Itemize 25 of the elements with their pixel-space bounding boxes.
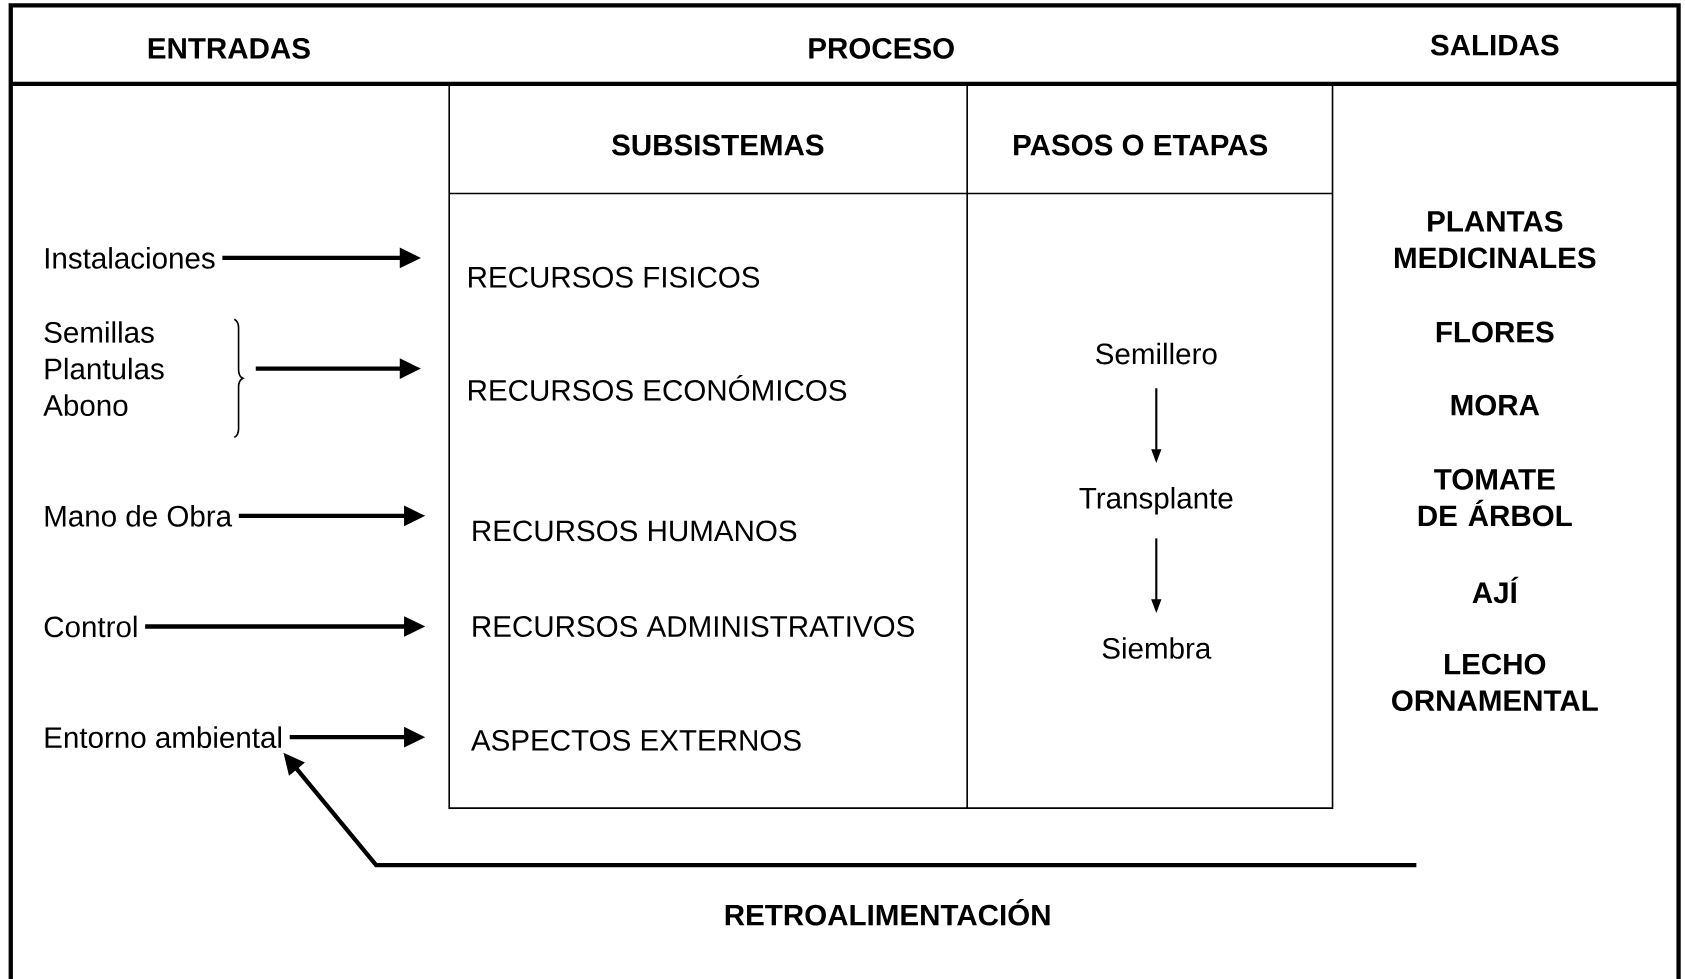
input-text: Semillas Plantulas Abono [43,321,164,416]
input-text: Mano de Obra [45,505,233,527]
input-text: Instalaciones [45,247,215,269]
column-header: SUBSISTEMAS [612,134,824,156]
output-text: TOMATE DE ÁRBOL [1418,468,1572,527]
column-header: PROCESO [809,37,954,59]
input-text: Entorno ambiental [45,726,281,749]
input-text: Control [44,615,137,638]
output-text: FLORES [1436,321,1554,343]
output-text: AJÍ [1472,576,1519,604]
subsystem-text: RECURSOS FISICOS [469,266,760,288]
subsystem-text: RECURSOS ECONÓMICOS [469,375,847,401]
edge-label: RETROALIMENTACIÓN [725,899,1050,926]
column-header: PASOS O ETAPAS [1014,134,1268,156]
subsystem-text: ASPECTOS EXTERNOS [470,730,801,751]
subsystem-text: RECURSOS HUMANOS [473,520,797,542]
subsystem-text: RECURSOS ADMINISTRATIVOS [473,616,914,637]
column-header: ENTRADAS [148,37,310,59]
output-text: LECHO ORNAMENTAL [1392,653,1598,712]
step-text: Transplante [1079,487,1233,515]
step-text: Siembra [1102,637,1212,659]
step-text: Semillero [1096,342,1217,365]
output-text: MORA [1451,394,1540,416]
column-header: SALIDAS [1430,34,1559,56]
output-text: PLANTAS MEDICINALES [1395,210,1596,269]
